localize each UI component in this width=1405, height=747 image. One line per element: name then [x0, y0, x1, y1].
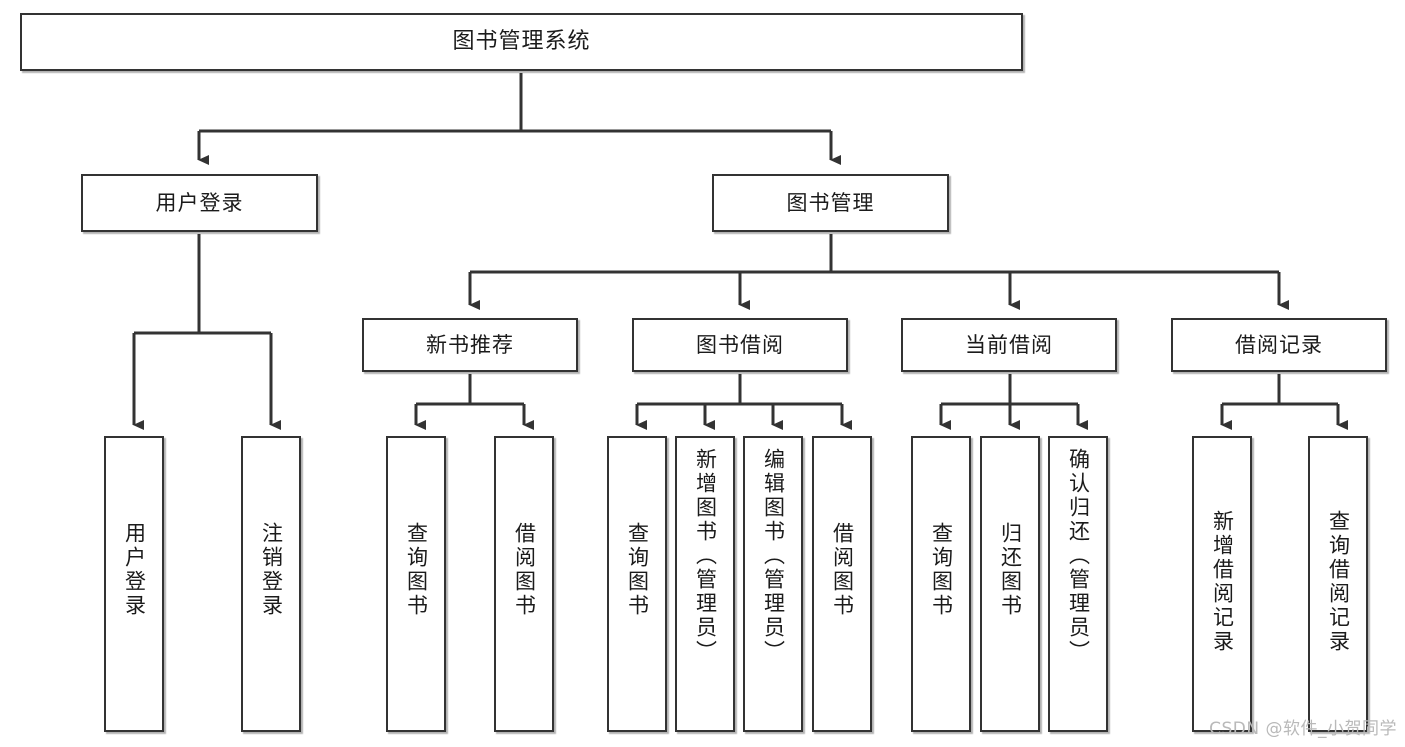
node-root-book-management-system[interactable]: 图书管理系统 — [20, 13, 1023, 71]
node-label: 查询图书 — [625, 522, 650, 618]
leaf-user-login-login[interactable]: 用户登录 — [104, 436, 164, 732]
node-label: 新书推荐 — [426, 332, 514, 357]
node-label: 借阅图书 — [512, 522, 537, 618]
leaf-new-book-borrow-book[interactable]: 借阅图书 — [494, 436, 554, 732]
leaf-book-borrow-borrow-book[interactable]: 借阅图书 — [812, 436, 872, 732]
node-label: 注销登录 — [259, 522, 284, 618]
node-book-management[interactable]: 图书管理 — [712, 174, 949, 232]
leaf-book-borrow-add-book-admin[interactable]: 新增图书（管理员） — [675, 436, 735, 732]
node-label: 查询借阅记录 — [1326, 510, 1351, 654]
node-label: 用户登录 — [122, 522, 147, 618]
leaf-user-login-logout[interactable]: 注销登录 — [241, 436, 301, 732]
leaf-current-borrow-query-book[interactable]: 查询图书 — [911, 436, 971, 732]
csdn-watermark: CSDN @软件_小贺同学 — [1209, 719, 1397, 739]
leaf-borrow-record-add-record[interactable]: 新增借阅记录 — [1192, 436, 1252, 732]
node-book-borrow[interactable]: 图书借阅 — [632, 318, 848, 372]
node-label: 当前借阅 — [965, 332, 1053, 357]
node-label: 借阅记录 — [1235, 332, 1323, 357]
node-borrow-record[interactable]: 借阅记录 — [1171, 318, 1387, 372]
leaf-current-borrow-confirm-return-admin[interactable]: 确认归还（管理员） — [1048, 436, 1108, 732]
node-label: 归还图书 — [998, 522, 1023, 618]
node-label: 借阅图书 — [830, 522, 855, 618]
node-current-borrow[interactable]: 当前借阅 — [901, 318, 1117, 372]
node-label: 图书借阅 — [696, 332, 784, 357]
node-label: 图书管理系统 — [452, 29, 591, 55]
node-label: 编辑图书（管理员） — [761, 448, 786, 664]
leaf-book-borrow-edit-book-admin[interactable]: 编辑图书（管理员） — [743, 436, 803, 732]
node-user-login[interactable]: 用户登录 — [81, 174, 318, 232]
node-label: 图书管理 — [786, 190, 875, 215]
leaf-new-book-query-book[interactable]: 查询图书 — [386, 436, 446, 732]
node-label: 用户登录 — [155, 190, 244, 215]
node-label: 查询图书 — [929, 522, 954, 618]
node-label: 查询图书 — [404, 522, 429, 618]
leaf-current-borrow-return-book[interactable]: 归还图书 — [980, 436, 1040, 732]
node-label: 新增借阅记录 — [1210, 510, 1235, 654]
leaf-book-borrow-query-book[interactable]: 查询图书 — [607, 436, 667, 732]
leaf-borrow-record-query-record[interactable]: 查询借阅记录 — [1308, 436, 1368, 732]
node-label: 确认归还（管理员） — [1066, 448, 1091, 664]
node-label: 新增图书（管理员） — [693, 448, 718, 664]
node-new-book-recommend[interactable]: 新书推荐 — [362, 318, 578, 372]
